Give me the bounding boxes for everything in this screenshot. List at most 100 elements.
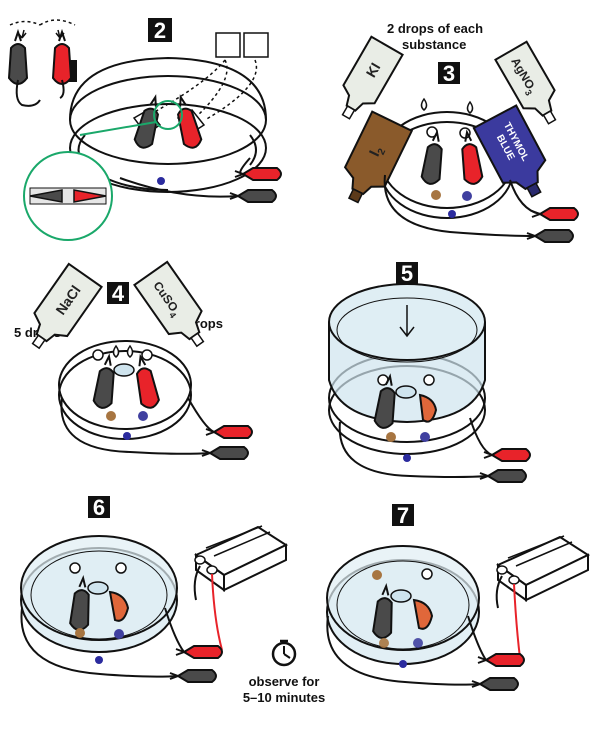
- step-3-number: 3: [443, 61, 455, 86]
- drop-icon: [112, 345, 120, 358]
- blue-dot: [403, 454, 411, 462]
- brown-dot: [75, 628, 85, 638]
- wire: [509, 179, 541, 215]
- i2-label-main: I: [366, 148, 383, 159]
- drop-icon: [420, 98, 428, 111]
- wire: [239, 157, 251, 176]
- petri-dish-rim: [69, 56, 267, 121]
- step-1-arrow-left: [9, 20, 41, 26]
- brown-dot: [431, 190, 441, 200]
- cuso4-bottle: CuSO4: [133, 260, 205, 348]
- i2-bottle: I2: [343, 110, 414, 204]
- wire: [164, 607, 185, 653]
- empty-well: [69, 562, 81, 574]
- zoom-black-clip: [29, 189, 63, 203]
- step-7-panel: 7: [326, 503, 591, 691]
- empty-well: [421, 568, 433, 580]
- orange-electrode: [412, 598, 434, 630]
- thymol-blue-bottle: THYMOL BLUE: [472, 104, 547, 198]
- step-4-badge: [107, 282, 129, 304]
- blue-dot: [123, 432, 131, 440]
- step-7-number: 7: [397, 503, 409, 528]
- solution-pool: [390, 589, 412, 603]
- wire: [467, 615, 487, 661]
- blue-dot: [413, 638, 423, 648]
- step-4-number: 4: [112, 281, 125, 306]
- drop-icon: [466, 101, 474, 114]
- empty-well: [423, 374, 435, 386]
- red-wire: [513, 583, 521, 659]
- dashed-path: [139, 59, 226, 121]
- step-1-arrow-right: [39, 19, 76, 26]
- cuso4-label-sub: 4: [167, 310, 178, 320]
- empty-box-right: [243, 32, 269, 58]
- petri-dish-rim: [58, 340, 192, 430]
- wire: [249, 134, 257, 166]
- step-3-instruction-line2: substance: [402, 37, 466, 52]
- timer-icon: [271, 639, 297, 667]
- red-wire: [211, 573, 223, 651]
- zoom-circle-small: [153, 100, 183, 130]
- observe-line2: 5–10 minutes: [243, 690, 325, 705]
- black-clip-icon: [8, 31, 28, 85]
- step-2-number: 2: [154, 18, 166, 43]
- brown-dot: [379, 638, 389, 648]
- solution-pool: [113, 363, 135, 377]
- brown-dot: [386, 432, 396, 442]
- agno3-bottle: AgNO3: [494, 40, 557, 125]
- wire: [495, 575, 503, 609]
- wire: [187, 397, 215, 433]
- wire: [338, 421, 489, 478]
- orange-electrode: [108, 590, 130, 622]
- step-2-badge: [148, 18, 172, 42]
- wire: [20, 607, 179, 678]
- solution-pool: [87, 581, 109, 595]
- ki-bottle: KI: [341, 35, 404, 120]
- agno3-label-sub: 3: [523, 88, 534, 97]
- empty-well: [92, 349, 104, 361]
- step-7-badge: [392, 504, 414, 526]
- step-4-panel: 4 5 drops 5 drops NaCl CuSO4: [14, 260, 253, 460]
- blue-dot: [448, 210, 456, 218]
- brown-dot: [106, 411, 116, 421]
- i2-bottle-label: I2: [366, 143, 388, 161]
- lid-inner-rim: [336, 297, 478, 363]
- empty-well: [141, 349, 153, 361]
- red-clip-icon: [52, 31, 72, 85]
- blue-dot: [420, 432, 430, 442]
- step-6-number: 6: [93, 495, 105, 520]
- orange-electrode: [418, 393, 438, 423]
- brown-dot: [372, 570, 382, 580]
- zoom-red-clip: [73, 189, 107, 203]
- step-6-panel: 6 observe for 5–1: [20, 495, 325, 705]
- step-5-badge: [396, 262, 418, 284]
- drop-icon: [126, 345, 134, 358]
- wire: [60, 397, 211, 455]
- step-6-badge: [88, 496, 110, 518]
- wire: [383, 174, 536, 237]
- step-5-panel: 5: [328, 261, 531, 483]
- observe-line1: observe for: [249, 674, 320, 689]
- blue-dot: [399, 660, 407, 668]
- battery-pack-icon: [194, 525, 289, 592]
- blue-dot: [138, 411, 148, 421]
- step-5-number: 5: [401, 261, 413, 286]
- wire: [469, 417, 493, 456]
- blue-dot: [95, 656, 103, 664]
- step-1-panel: 1: [8, 19, 77, 107]
- blue-dot: [157, 177, 165, 185]
- lid-inner-rim: [30, 550, 168, 640]
- empty-well: [115, 562, 127, 574]
- step-3-badge: [438, 62, 460, 84]
- step-3-instruction-line1: 2 drops of each: [387, 21, 483, 36]
- lid-inner-rim: [336, 560, 470, 650]
- wire: [15, 79, 41, 107]
- dashed-path: [194, 59, 228, 119]
- battery-pack-icon: [496, 535, 591, 602]
- wire: [326, 615, 481, 686]
- step-2-panel: 2: [23, 18, 282, 241]
- nacl-bottle: NaCl: [31, 262, 103, 350]
- step-3-panel: 3 2 drops of each substance KI AgNO3 I2: [341, 21, 579, 243]
- empty-box-left: [215, 32, 241, 58]
